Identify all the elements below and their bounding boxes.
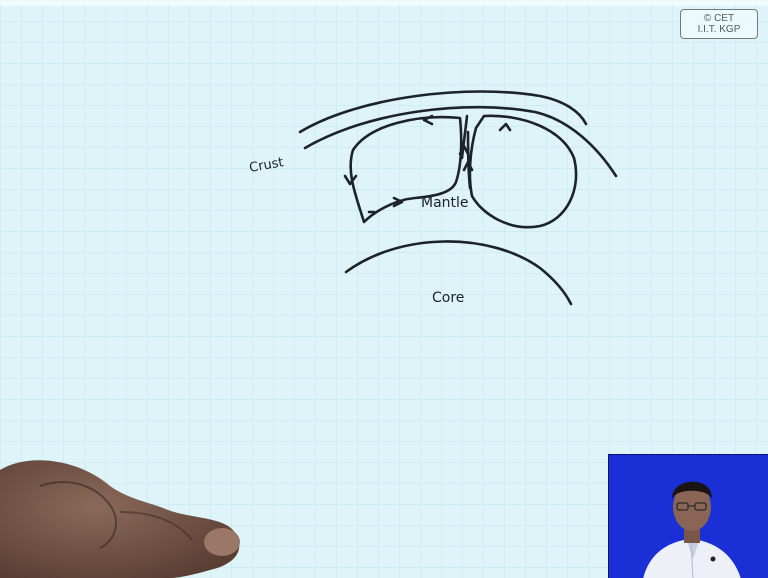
lecturer-video-inset (608, 454, 768, 578)
arrow-top-right (500, 124, 510, 130)
mantle-label: Mantle (421, 195, 469, 211)
core-label: Core (432, 290, 464, 306)
right-convection-cell (470, 116, 576, 227)
lecturer-figure (609, 455, 768, 578)
crust-label: Crust (248, 155, 285, 176)
